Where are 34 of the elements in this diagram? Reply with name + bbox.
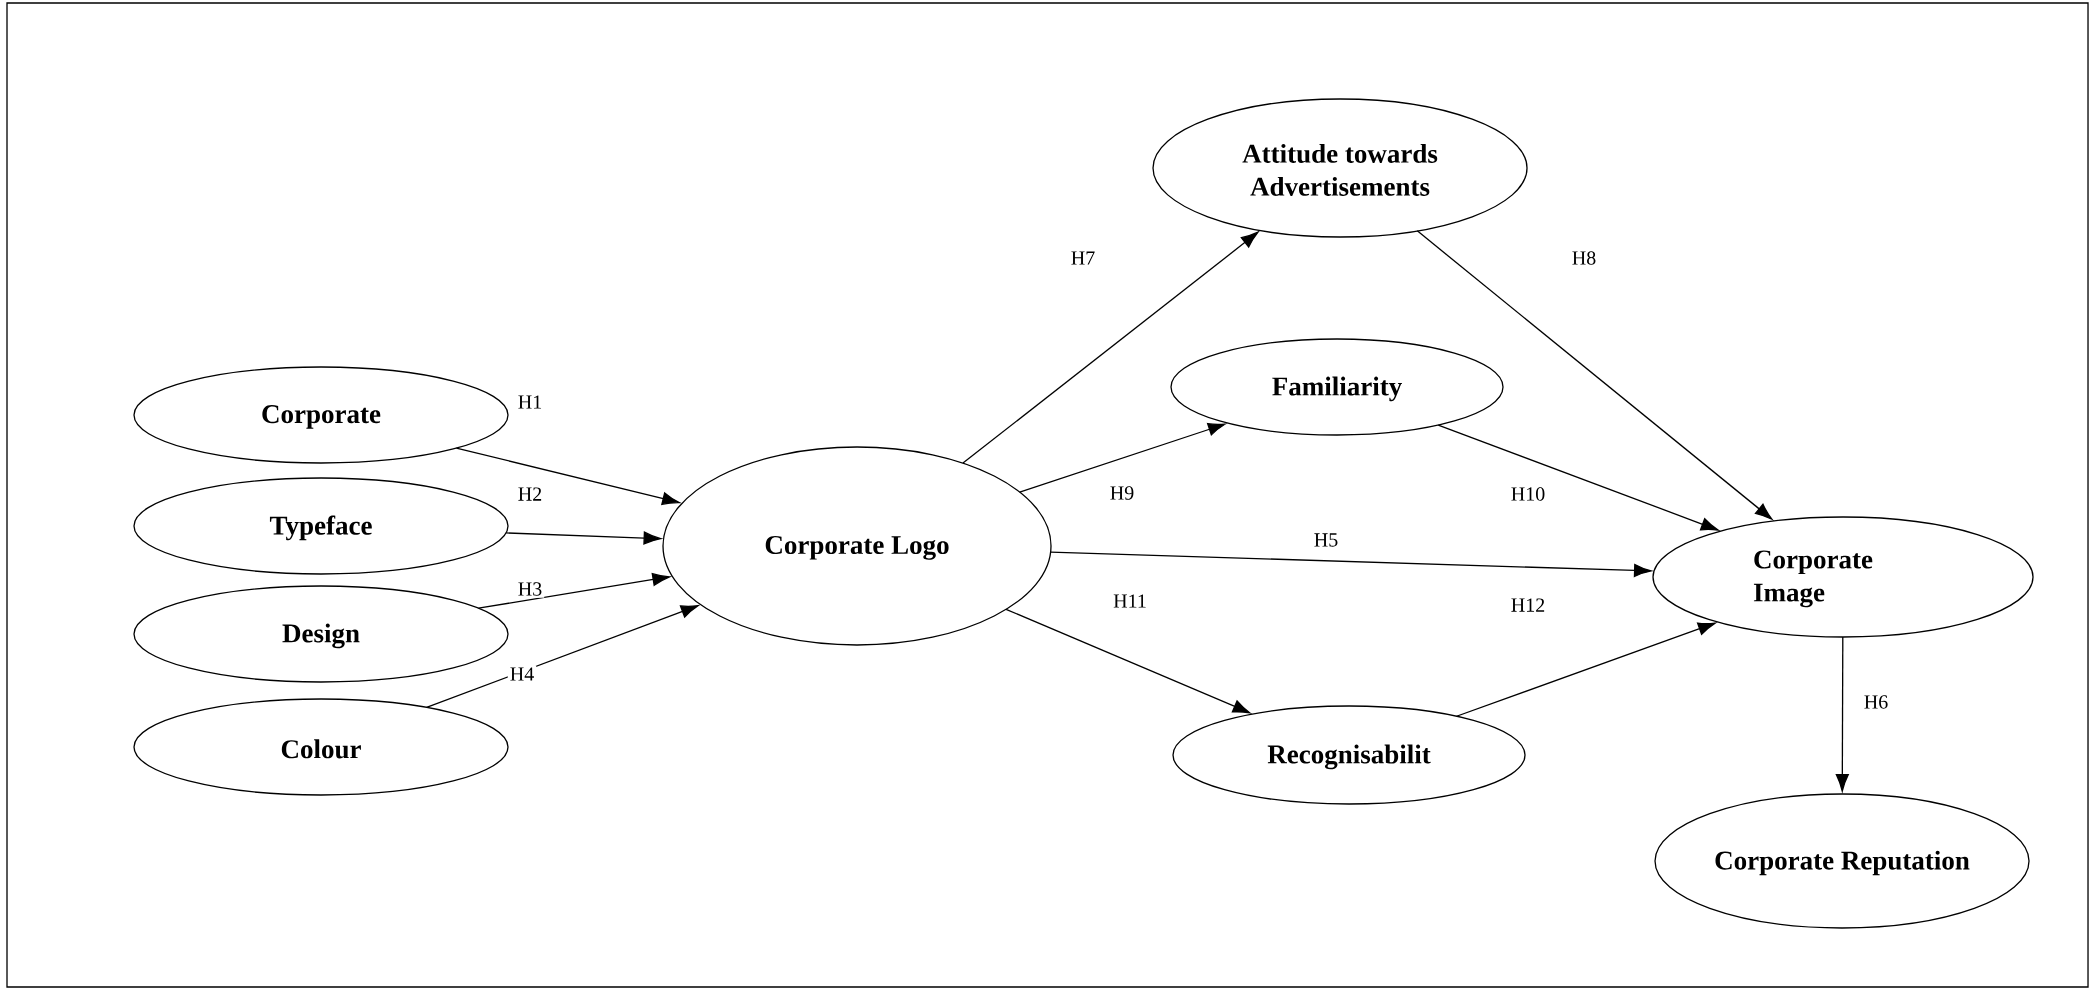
- edge-label: H5: [1311, 531, 1341, 549]
- arrow: [1005, 608, 1251, 714]
- arrow: [455, 447, 680, 506]
- ellipse-node: Corporate Reputation: [1654, 793, 2030, 929]
- edge-label: H11: [1111, 592, 1149, 610]
- ellipse-node: Colour: [133, 698, 509, 796]
- arrow: [477, 573, 671, 609]
- arrow: [1416, 230, 1773, 520]
- arrow: [505, 531, 662, 545]
- edge-label: H10: [1508, 485, 1548, 503]
- edge-label: H2: [515, 485, 545, 503]
- ellipse-node: Recognisabilit: [1172, 705, 1526, 805]
- arrow: [1050, 551, 1652, 577]
- edge-label: H1: [515, 393, 545, 411]
- edge-label: H6: [1861, 693, 1891, 711]
- arrow: [962, 231, 1259, 464]
- edge-label: H12: [1508, 596, 1548, 614]
- arrow: [1835, 636, 1849, 792]
- edge-label: H3: [515, 580, 545, 598]
- ellipse-node: Typeface: [133, 477, 509, 575]
- edge-label: H7: [1068, 249, 1098, 267]
- ellipse-node: Corporate Logo: [662, 446, 1052, 646]
- edge-label: H9: [1107, 484, 1137, 502]
- ellipse-node: Corporate: [133, 366, 509, 464]
- ellipse-node: Design: [133, 585, 509, 683]
- ellipse-node: Corporate Image: [1652, 516, 2034, 638]
- edge-label: H4: [507, 665, 537, 683]
- ellipse-node: Attitude towards Advertisements: [1152, 98, 1528, 238]
- arrow: [1019, 423, 1226, 493]
- ellipse-node: Familiarity: [1170, 338, 1504, 436]
- arrow: [426, 605, 699, 709]
- arrow: [1437, 424, 1719, 531]
- edge-label: H8: [1569, 249, 1599, 267]
- arrow: [1455, 622, 1716, 717]
